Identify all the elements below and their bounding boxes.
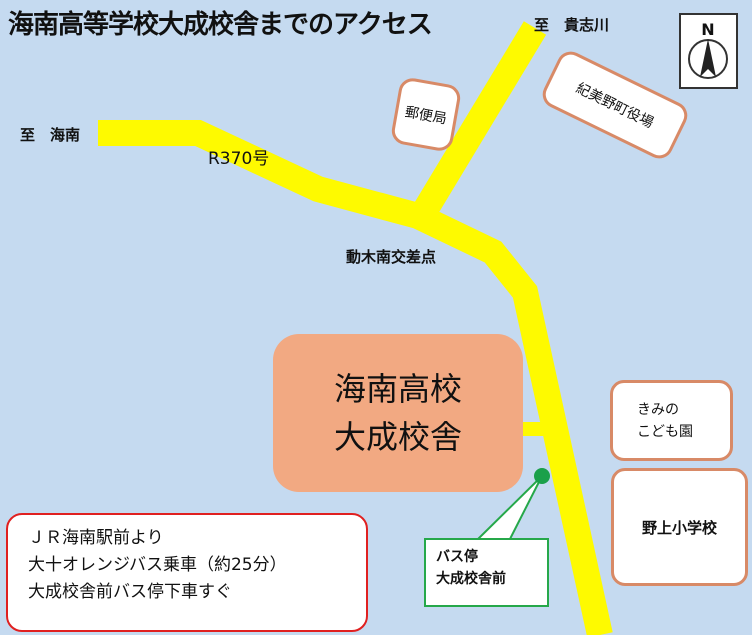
direction-label-kainan: 至 海南 <box>20 126 81 144</box>
bus-stop-label-line2: 大成校舎前 <box>436 571 506 587</box>
landmark-elementary-school: 野上小学校 <box>611 468 748 586</box>
landmark-kindergarten-line2: こども園 <box>637 423 693 440</box>
school-name-line1: 海南高校 <box>333 370 462 408</box>
north-arrow-icon: N <box>688 20 728 79</box>
directions-line3: 大成校舎前バス停下車すぐ <box>28 582 232 602</box>
page-title: 海南高等学校大成校舎までのアクセス <box>8 10 433 40</box>
landmark-town-office-label: 紀美野町役場 <box>573 80 656 132</box>
direction-label-kishigawa: 至 貴志川 <box>534 16 610 34</box>
landmark-kindergarten-line1: きみの <box>637 401 679 418</box>
road-label: R370号 <box>208 149 270 169</box>
landmark-post-office-label: 郵便局 <box>403 103 448 128</box>
bus-stop-marker <box>534 468 550 484</box>
intersection-label: 動木南交差点 <box>346 248 437 266</box>
landmark-kindergarten: きみの こども園 <box>610 380 733 461</box>
directions-line1: ＪＲ海南駅前より <box>28 528 164 548</box>
school-block: 海南高校 大成校舎 <box>273 334 523 492</box>
landmark-elementary-school-label: 野上小学校 <box>641 518 717 537</box>
compass: N <box>679 13 738 89</box>
compass-north-label: N <box>701 20 714 39</box>
bus-stop-label-line1: バス停 <box>436 549 478 565</box>
bus-stop-callout: バス停 大成校舎前 <box>424 538 549 607</box>
directions-box: ＪＲ海南駅前より 大十オレンジバス乗車（約25分） 大成校舎前バス停下車すぐ <box>6 513 368 632</box>
landmark-post-office: 郵便局 <box>389 76 463 153</box>
road-kishigawa <box>406 21 547 229</box>
directions-line2: 大十オレンジバス乗車（約25分） <box>28 555 287 575</box>
school-name-line2: 大成校舎 <box>333 418 462 456</box>
